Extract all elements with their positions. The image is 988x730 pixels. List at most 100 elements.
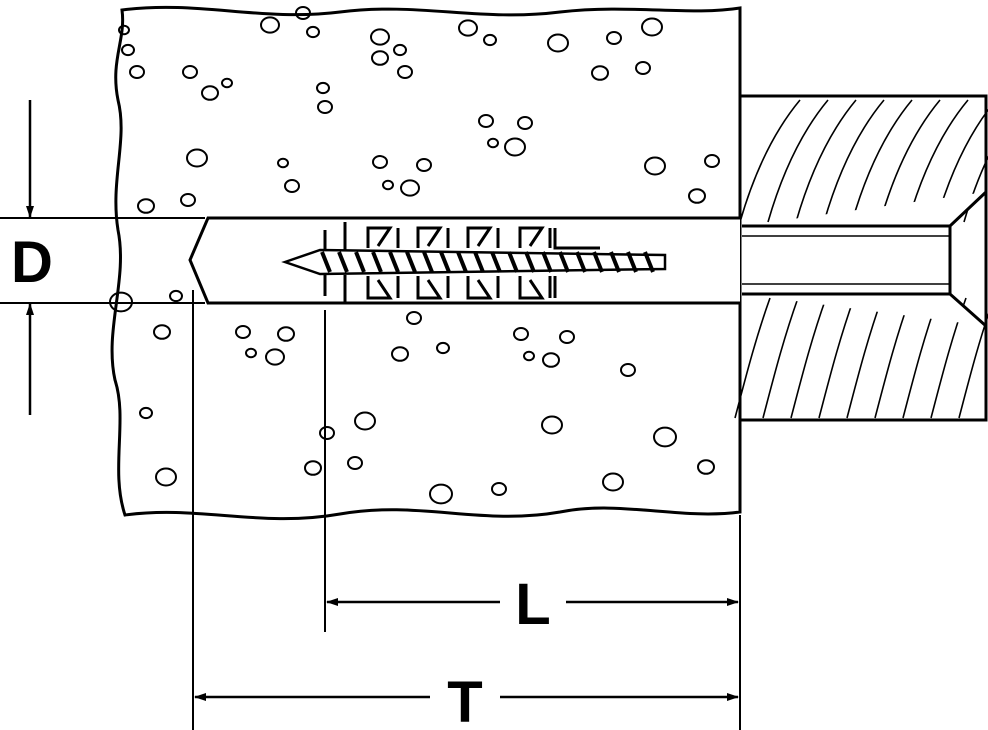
dowel-fin (553, 228, 600, 298)
wood-grain-line (958, 312, 988, 419)
aggregate-bubble (429, 483, 453, 505)
aggregate-bubble (517, 116, 533, 130)
aggregate-bubble (245, 347, 257, 359)
screw-thread (507, 251, 519, 273)
aggregate-bubble (118, 24, 130, 36)
aggregate-bubble (277, 157, 289, 169)
aggregate-bubble (606, 31, 622, 45)
aggregate-bubble (542, 352, 560, 368)
screw-thread (405, 251, 417, 273)
aggregate-bubble (306, 25, 320, 39)
screw-thread (354, 251, 366, 273)
wood-grain-line (734, 297, 771, 419)
aggregate-bubble (602, 472, 624, 492)
dowel-fin (416, 226, 450, 300)
dowel-fins (323, 222, 600, 302)
aggregate-bubble (483, 33, 497, 47)
aggregate-bubble (371, 50, 389, 66)
wood-grain-line (790, 297, 827, 419)
aggregate-bubble (487, 137, 499, 149)
screw-thread (524, 251, 536, 273)
label-t: T (447, 670, 482, 730)
aggregate-bubble (513, 327, 529, 341)
aggregate-bubble (182, 65, 198, 79)
wood-grain-line (818, 297, 855, 419)
dimension-l (324, 310, 739, 632)
aggregate-bubble (295, 6, 311, 20)
screw-thread (320, 251, 332, 273)
aggregate-bubble (591, 65, 609, 81)
aggregate-bubble (284, 179, 300, 193)
aggregate-bubble (304, 460, 322, 476)
aggregate-bubble (458, 19, 478, 37)
aggregate-bubble (641, 17, 663, 37)
wood-grain-line (739, 99, 801, 223)
aggregate-bubble (153, 324, 171, 340)
aggregate-bubble (523, 350, 535, 362)
aggregate-bubble (397, 65, 413, 79)
screw-thread (456, 251, 468, 273)
aggregate-bubble (370, 28, 390, 46)
aggregate-bubble (416, 158, 432, 172)
aggregate-bubble (139, 406, 153, 420)
aggregate-bubble (316, 81, 330, 95)
aggregate-bubble (704, 154, 720, 168)
wood-grain-line (762, 297, 799, 419)
aggregate-bubble (319, 426, 335, 440)
screw-thread (643, 251, 655, 273)
dimension-t (192, 290, 741, 730)
wood-grain-line (795, 99, 857, 223)
aggregate-bubble (221, 77, 233, 89)
screw-thread (609, 251, 621, 273)
aggregate-bubble (180, 193, 196, 207)
aggregate-bubble (137, 198, 155, 214)
aggregate-bubble (644, 156, 666, 176)
aggregate-bubble (129, 65, 145, 79)
aggregate-bubble (169, 289, 183, 303)
screw-thread (490, 251, 502, 273)
screw-thread (592, 251, 604, 273)
aggregate-bubble (317, 100, 333, 114)
aggregate-bubble (478, 114, 494, 128)
screw-thread (541, 251, 553, 273)
aggregate-bubble (265, 348, 285, 366)
screw-thread (558, 251, 570, 273)
aggregate-bubble (547, 33, 569, 53)
aggregate-bubble (354, 411, 376, 431)
wood-grain-line (846, 297, 883, 419)
wood-grain-line (767, 99, 829, 223)
aggregate-bubble (688, 188, 706, 204)
dowel-fin (366, 226, 400, 300)
aggregate-bubble (697, 459, 715, 475)
aggregate-bubble (201, 85, 219, 101)
aggregate-bubble (504, 137, 526, 157)
label-d: D (11, 230, 53, 295)
wood-grain-line (823, 99, 885, 223)
screw-thread (371, 251, 383, 273)
concrete-aggregate (109, 6, 720, 505)
aggregate-bubble (406, 311, 422, 325)
screw-thread (473, 251, 485, 273)
aggregate-bubble (620, 363, 636, 377)
label-l: L (515, 572, 550, 637)
screw-thread (575, 251, 587, 273)
aggregate-bubble (121, 43, 135, 57)
aggregate-bubble (391, 346, 409, 362)
aggregate-bubble (155, 467, 177, 487)
aggregate-bubble (653, 426, 677, 448)
aggregate-bubble (559, 330, 575, 344)
screw-thread (422, 251, 434, 273)
aggregate-bubble (400, 179, 420, 197)
screw-thread (337, 251, 349, 273)
dimension-d (0, 100, 205, 415)
aggregate-bubble (635, 61, 651, 75)
wood-grain-line (851, 99, 913, 223)
dowel-fin (323, 222, 347, 302)
aggregate-bubble (436, 341, 450, 355)
screw-thread (626, 251, 638, 273)
screw-thread (439, 251, 451, 273)
aggregate-bubble (347, 456, 363, 470)
aggregate-bubble (382, 179, 394, 191)
screw (281, 248, 667, 276)
